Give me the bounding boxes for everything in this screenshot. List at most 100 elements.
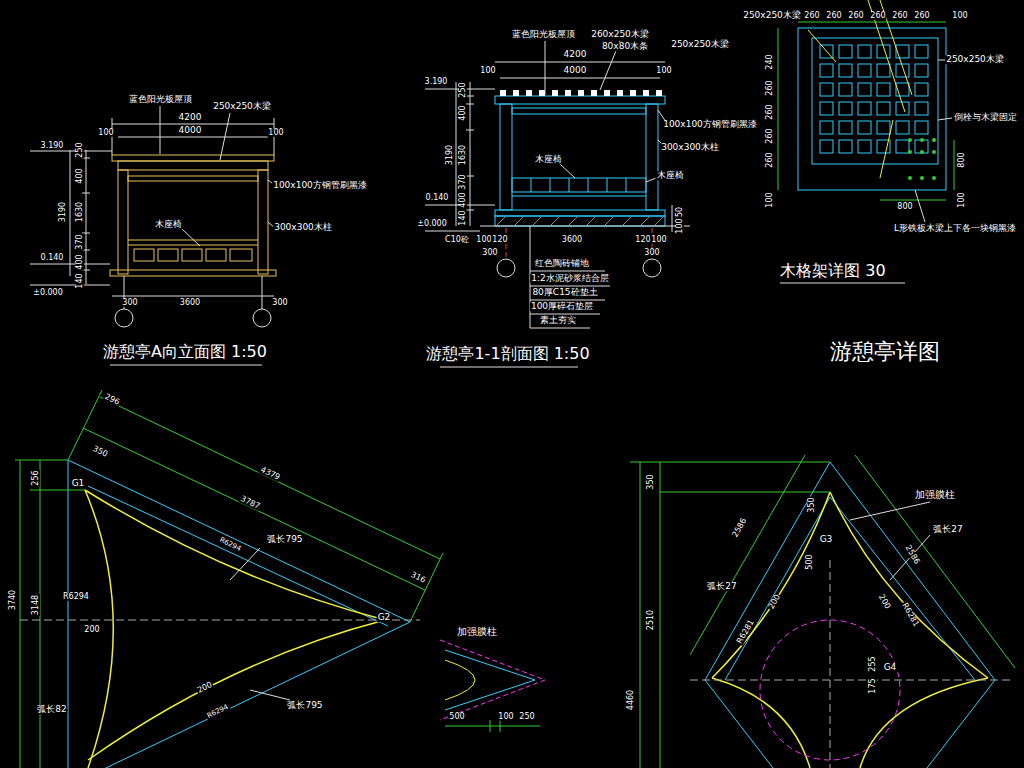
annotation-text: L形铁板木梁上下各一块铜黑漆 xyxy=(893,224,1017,233)
annotation-text: 260 xyxy=(766,151,774,168)
annotation-text: 2586 xyxy=(903,543,921,567)
annotation-text: 296 xyxy=(102,393,121,408)
annotation-text: 250x250木梁 xyxy=(670,40,730,49)
annotation-text: 260 xyxy=(766,79,774,96)
annotation-text: 4460 xyxy=(627,689,635,711)
annotation-text: 2510 xyxy=(647,609,655,631)
annotation-text: 3.190 xyxy=(40,142,65,150)
annotation-text: 400 xyxy=(459,191,467,208)
annotation-text: 100x100方钢管刷黑漆 xyxy=(662,120,758,129)
annotation-text: 300 xyxy=(271,299,288,307)
annotation-text: G3 xyxy=(819,535,834,544)
annotation-text: 175 xyxy=(869,677,877,694)
annotation-text: 100 xyxy=(951,12,968,20)
annotation-text: 260 xyxy=(803,12,820,20)
annotation-text: 加强膜柱 xyxy=(914,490,956,501)
annotation-text: 100 xyxy=(676,217,684,234)
annotation-text: 红色陶砖铺地 xyxy=(534,259,590,268)
annotation-text: 370 xyxy=(459,173,467,190)
annotation-text: 100 xyxy=(958,191,966,208)
annotation-text: 1630 xyxy=(76,201,84,223)
annotation-text: 3148 xyxy=(32,594,40,616)
annotation-text: 加强膜柱 xyxy=(456,627,498,638)
annotation-text: R6281 xyxy=(735,618,756,646)
annotation-text: 3787 xyxy=(238,494,262,511)
annotation-text: 弧长795 xyxy=(266,535,303,544)
elevation-view xyxy=(30,106,276,365)
annotation-text: 弧长27 xyxy=(932,525,963,534)
annotation-text: 80厚C15砼垫土 xyxy=(531,288,598,297)
annotation-text: 3600 xyxy=(561,236,583,244)
section-view xyxy=(425,41,690,367)
annotation-text: 250x250木梁 xyxy=(742,11,802,20)
annotation-text: 倒栓与木梁固定 xyxy=(953,113,1018,122)
annotation-text: 100 xyxy=(655,67,672,75)
annotation-text: 250x250木梁 xyxy=(945,55,1005,64)
annotation-text: 250 xyxy=(518,713,535,721)
annotation-text: R6294 xyxy=(217,536,242,553)
annotation-text: G2 xyxy=(377,613,392,622)
annotation-text: 120 xyxy=(634,236,651,244)
annotation-text: C10砼 xyxy=(444,236,470,244)
annotation-text: 4200 xyxy=(178,113,203,122)
annotation-text: R6294 xyxy=(62,593,90,601)
annotation-text: 350 xyxy=(808,496,816,513)
annotation-text: 350 xyxy=(647,473,655,490)
annotation-text: 400 xyxy=(459,104,467,121)
annotation-text: 260x250木梁 xyxy=(590,30,650,39)
annotation-text: 260 xyxy=(766,103,774,120)
lattice-detail xyxy=(778,0,954,283)
annotation-text: 80x80木条 xyxy=(601,42,649,51)
annotation-text: 800 xyxy=(958,151,966,168)
post-detail xyxy=(440,640,545,732)
annotation-text: 100 xyxy=(97,129,114,137)
annotation-text: 200 xyxy=(195,680,214,695)
view-caption: 游憩亭1-1剖面图 1:50 xyxy=(425,346,590,363)
annotation-text: 4379 xyxy=(258,465,282,482)
annotation-text: 3190 xyxy=(59,201,67,223)
annotation-text: 蓝色阳光板屋顶 xyxy=(128,95,193,104)
annotation-text: 3190 xyxy=(446,144,454,166)
annotation-text: 100 xyxy=(479,67,496,75)
annotation-text: R6294 xyxy=(205,703,230,720)
annotation-text: 弧长82 xyxy=(36,705,67,714)
annotation-text: 255 xyxy=(869,655,877,672)
annotation-text: 400 xyxy=(76,253,84,270)
annotation-text: 1:2水泥砂浆结合层 xyxy=(530,274,609,283)
annotation-text: 260 xyxy=(869,12,886,20)
annotation-text: 256 xyxy=(32,469,40,486)
annotation-text: 3.190 xyxy=(424,78,449,86)
annotation-text: 250 xyxy=(459,81,467,98)
annotation-text: 800 xyxy=(896,203,913,211)
membrane-diamond xyxy=(630,455,1015,768)
annotation-text: 260 xyxy=(847,12,864,20)
annotation-text: 1630 xyxy=(459,144,467,166)
annotation-text: 4200 xyxy=(563,50,588,59)
annotation-text: 100 xyxy=(497,713,514,721)
annotation-text: G1 xyxy=(71,479,86,488)
annotation-text: 100 xyxy=(766,191,774,208)
annotation-text: 300 xyxy=(643,249,660,257)
annotation-text: 120 xyxy=(491,236,508,244)
annotation-text: 木座椅 xyxy=(656,171,685,180)
annotation-text: 250x250木梁 xyxy=(212,102,272,111)
annotation-text: G4 xyxy=(883,663,898,672)
annotation-text: 350 xyxy=(90,445,109,460)
annotation-text: 弧长795 xyxy=(286,701,323,710)
annotation-text: 弧长27 xyxy=(706,582,737,591)
annotation-text: 200 xyxy=(767,592,783,611)
annotation-text: 300 xyxy=(121,299,138,307)
annotation-text: 0.140 xyxy=(425,194,450,202)
annotation-text: 250 xyxy=(76,141,84,158)
annotation-text: 蓝色阳光板屋顶 xyxy=(511,30,576,39)
membrane-triangle xyxy=(15,390,443,768)
annotation-text: 3740 xyxy=(9,589,17,611)
annotation-text: 140 xyxy=(459,209,467,226)
annotation-text: 50 xyxy=(676,206,684,218)
annotation-text: 100 xyxy=(475,236,492,244)
view-caption: 木格架详图 30 xyxy=(779,263,886,280)
annotation-text: 370 xyxy=(76,233,84,250)
annotation-text: 200 xyxy=(876,592,892,611)
